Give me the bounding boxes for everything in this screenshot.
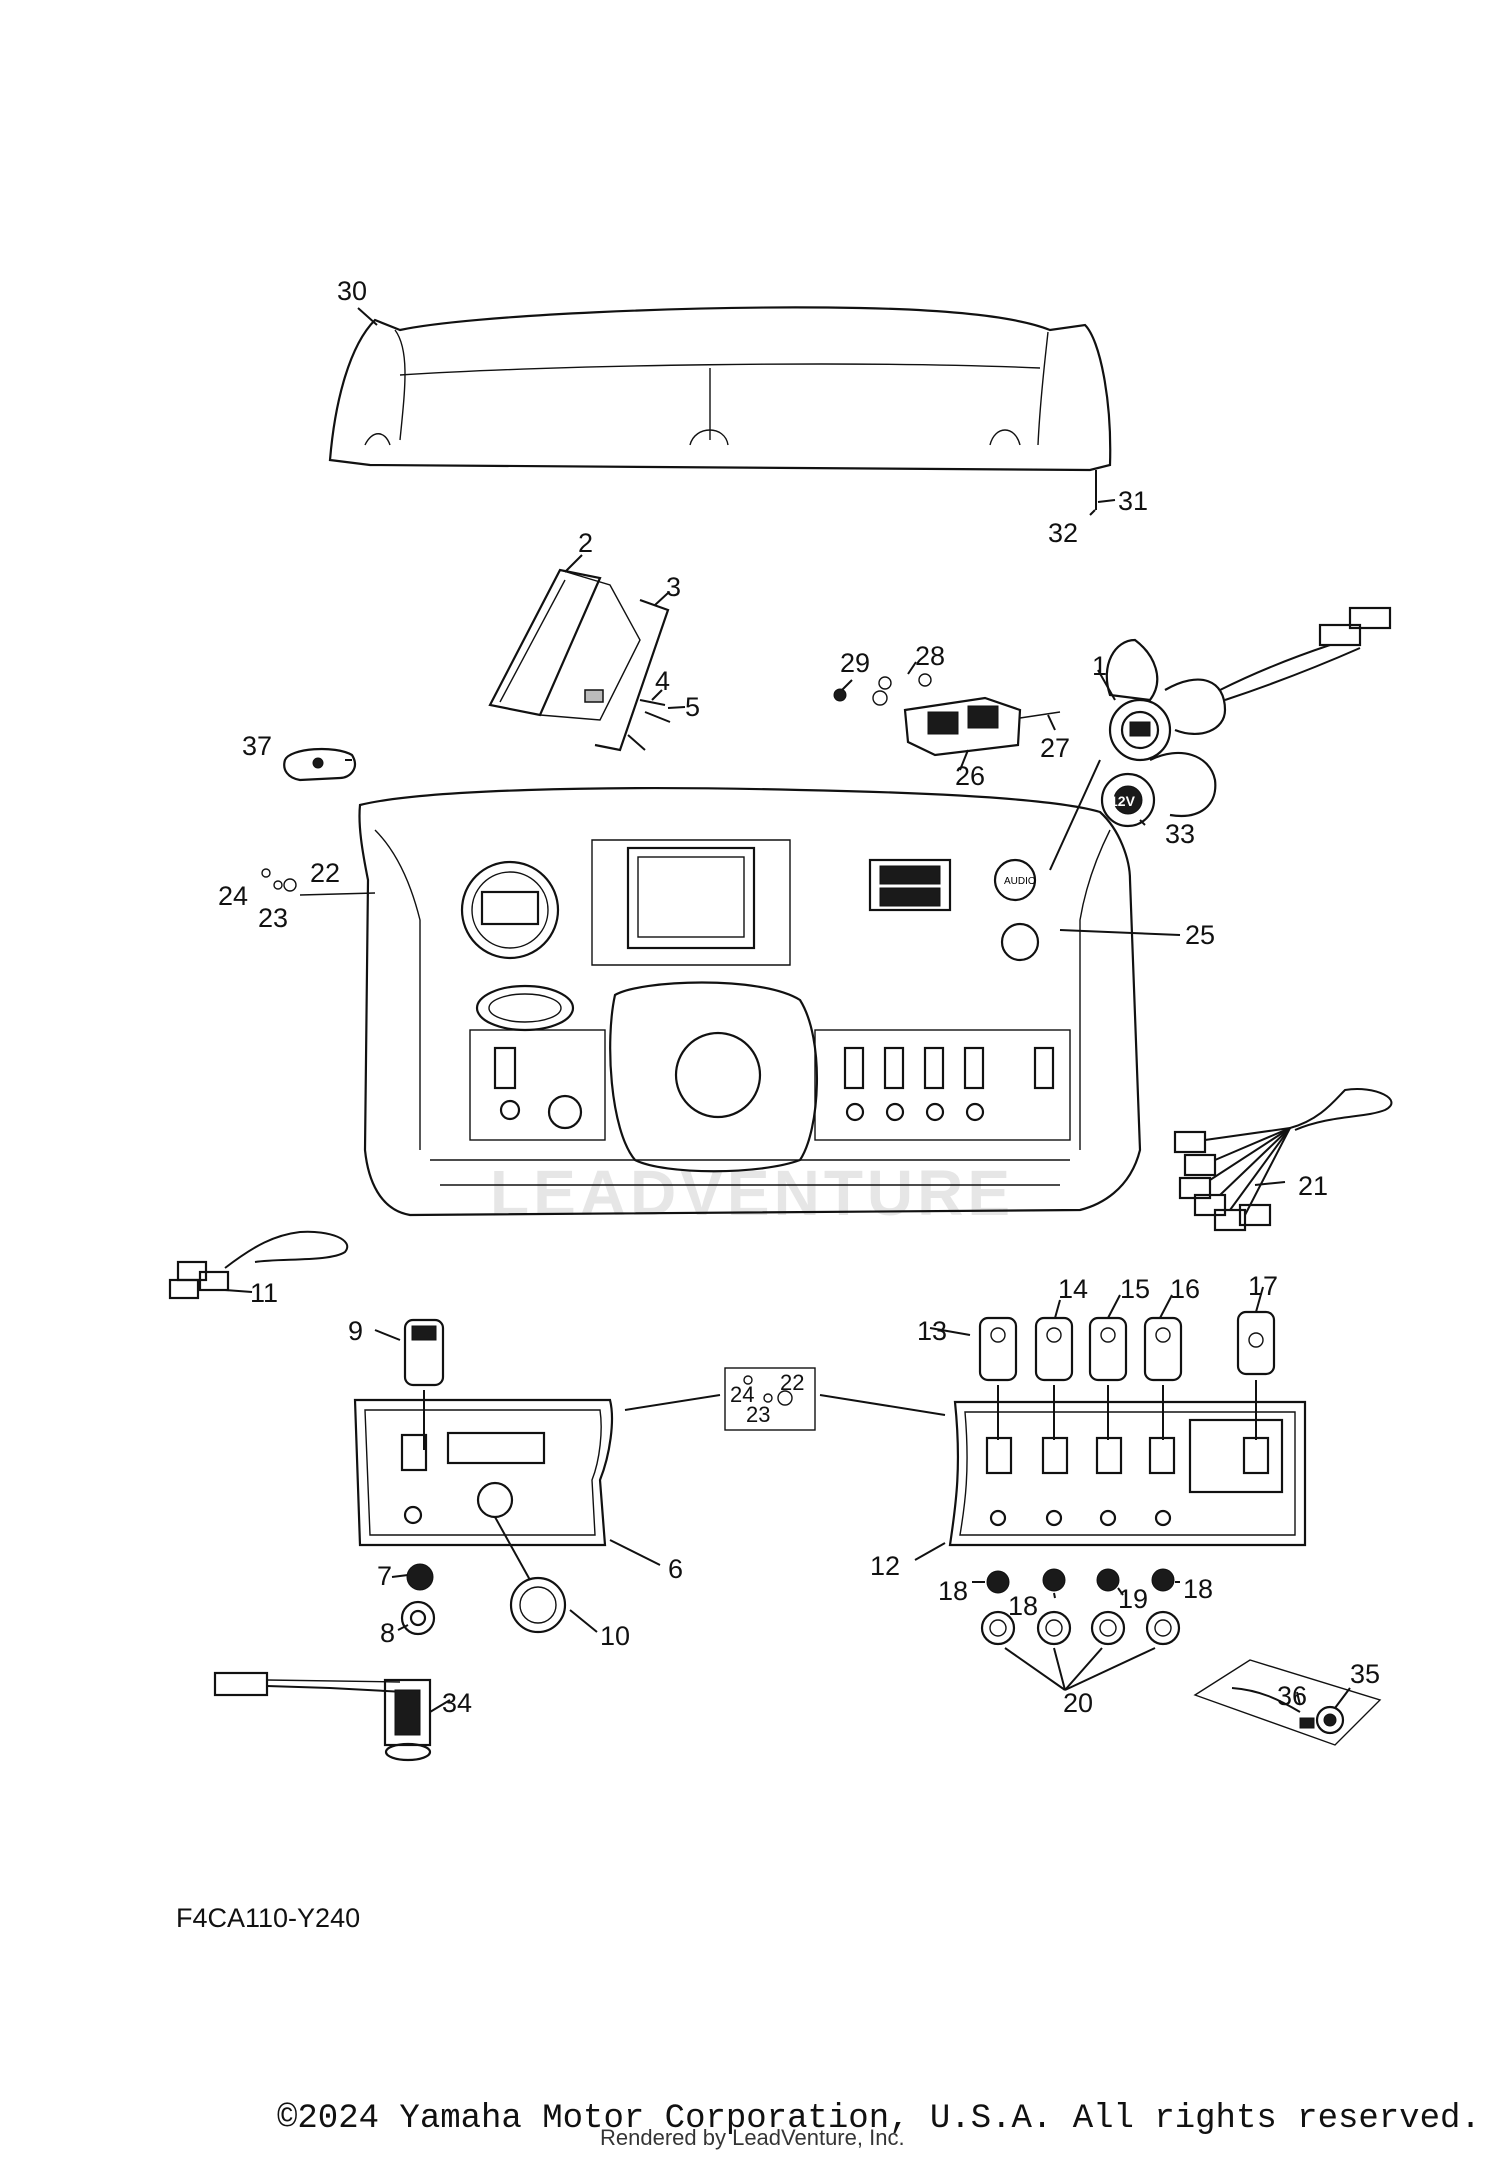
part-11-harness — [168, 1230, 349, 1300]
callout-19: 19 — [1118, 1584, 1148, 1614]
callout-1: 1 — [1092, 651, 1107, 681]
callout-22-inset: 22 — [780, 1370, 804, 1395]
callout-25: 25 — [1185, 920, 1215, 950]
copyright-notice: ©2024 Yamaha Motor Corporation, U.S.A. A… — [277, 2100, 1481, 2138]
callout-16: 16 — [1170, 1274, 1200, 1304]
callout-37: 37 — [242, 731, 272, 761]
part-33-12v-socket — [1100, 751, 1217, 828]
callout-24-inset: 24 — [730, 1382, 754, 1407]
callout-11: 11 — [250, 1278, 278, 1308]
callout-28: 28 — [915, 641, 945, 671]
callout-23-dash: 23 — [258, 903, 288, 933]
callout-numbers: 30 31 32 2 3 4 5 37 29 28 26 27 1 33 25 … — [218, 276, 1380, 1718]
part-30-visor — [328, 306, 1112, 510]
callout-5: 5 — [685, 692, 700, 722]
part-9-switch — [403, 1318, 445, 1450]
diagram-code: F4CA110-Y240 — [176, 1903, 361, 1933]
callout-17: 17 — [1248, 1271, 1278, 1301]
callout-18-c: 18 — [1183, 1574, 1213, 1604]
part-21-harness — [1173, 1088, 1393, 1232]
part-12-right-panel — [948, 1400, 1307, 1547]
callout-8: 8 — [380, 1618, 395, 1648]
part-37-fob — [283, 747, 356, 782]
hardware-22-24-dash — [261, 868, 376, 896]
part-6-left-panel — [353, 1398, 614, 1547]
callout-4: 4 — [655, 666, 670, 696]
callout-18-a: 18 — [938, 1576, 968, 1606]
part-18-19-20-knobs — [980, 1568, 1181, 1691]
callout-20: 20 — [1063, 1688, 1093, 1718]
callout-33: 33 — [1165, 819, 1195, 849]
callout-14: 14 — [1058, 1274, 1088, 1304]
part-4-5-screws — [627, 699, 671, 751]
part-26-module — [903, 696, 1061, 757]
callout-27: 27 — [1040, 733, 1070, 763]
callout-36: 36 — [1277, 1681, 1307, 1711]
part-7-8-10-knobs — [400, 1516, 567, 1636]
callout-34: 34 — [442, 1688, 472, 1718]
part-34-usb-socket — [213, 1671, 432, 1762]
part-35-36-key-switch — [1193, 1659, 1382, 1746]
callout-15: 15 — [1120, 1274, 1150, 1304]
part-28-29-nuts — [833, 673, 932, 706]
part-3-bracket — [594, 598, 670, 752]
callout-31: 31 — [1118, 486, 1148, 516]
callout-3: 3 — [666, 572, 681, 602]
callout-32: 32 — [1048, 518, 1078, 548]
part-1-audio-socket — [1105, 606, 1392, 762]
callout-6: 6 — [668, 1554, 683, 1584]
leader-lines — [224, 307, 1351, 1713]
callout-24-dash: 24 — [218, 881, 248, 911]
part-2-display — [488, 568, 641, 721]
hardware-inset — [624, 1367, 946, 1431]
callout-26: 26 — [955, 761, 985, 791]
label-12v: 12V — [1110, 793, 1136, 809]
callout-29: 29 — [840, 648, 870, 678]
callout-12: 12 — [870, 1551, 900, 1581]
callout-22-dash: 22 — [310, 858, 340, 888]
part-25-dashboard — [358, 787, 1142, 1217]
watermark: LEADVENTURE — [490, 1157, 1014, 1229]
callout-21: 21 — [1298, 1171, 1328, 1201]
callout-35: 35 — [1350, 1659, 1380, 1689]
rendered-by-notice: Rendered by LeadVenture, Inc. — [600, 2125, 905, 2150]
callout-30: 30 — [337, 276, 367, 306]
callout-9: 9 — [348, 1316, 363, 1346]
callout-18-b: 18 — [1008, 1591, 1038, 1621]
callout-10: 10 — [600, 1621, 630, 1651]
callout-13: 13 — [917, 1316, 947, 1346]
label-audio: AUDIO — [1004, 876, 1036, 887]
callout-7: 7 — [377, 1561, 392, 1591]
callout-2: 2 — [578, 528, 593, 558]
callout-23-inset: 23 — [746, 1402, 770, 1427]
